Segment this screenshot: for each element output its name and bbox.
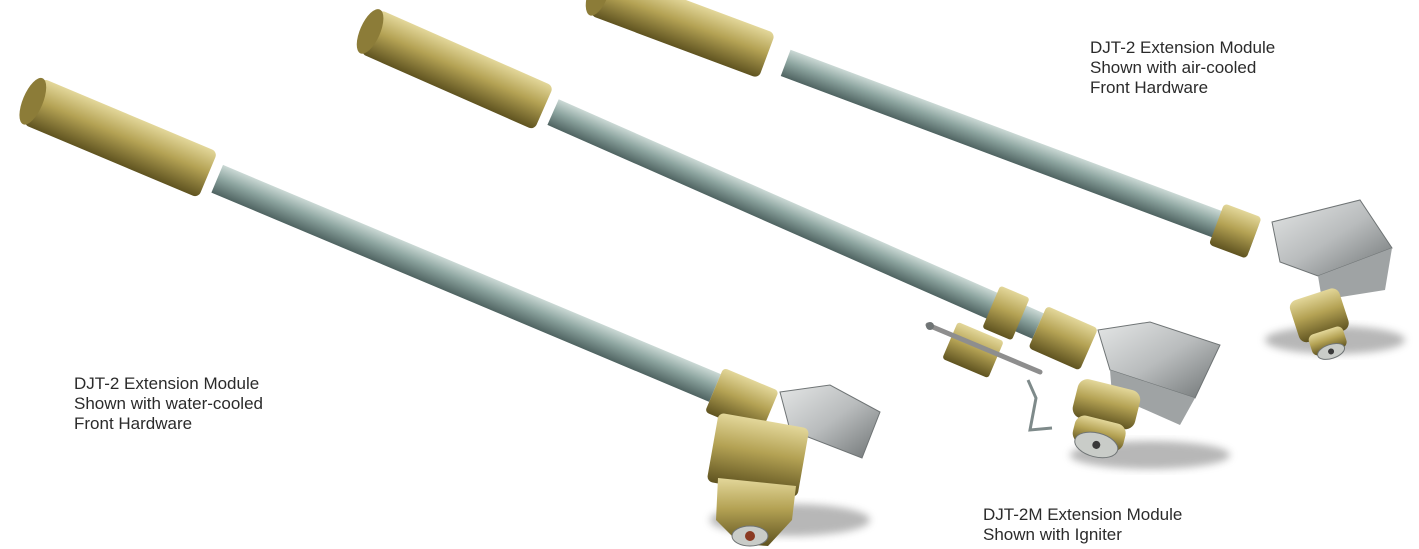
steel-elbow-face bbox=[1318, 248, 1392, 300]
extension-tube bbox=[780, 49, 1259, 252]
extension-tube bbox=[211, 164, 721, 402]
djt2-water-cooled-module bbox=[19, 77, 881, 547]
djt2-air-cooled-module bbox=[585, 0, 1405, 360]
brass-handle-sleeve bbox=[24, 80, 216, 197]
igniter-clamp bbox=[983, 286, 1029, 340]
caption-line: DJT-2 Extension Module bbox=[1090, 38, 1276, 57]
igniter-rod bbox=[925, 322, 1043, 375]
caption-line: DJT-2M Extension Module bbox=[983, 505, 1183, 524]
extension-tube bbox=[547, 99, 1044, 339]
brass-handle-sleeve bbox=[591, 0, 774, 77]
brass-coupling-nut bbox=[1029, 307, 1097, 370]
igniter-wire bbox=[1026, 379, 1053, 432]
handle-end-cap bbox=[356, 9, 384, 54]
steel-elbow-body bbox=[779, 384, 881, 459]
igniter-module-caption: DJT-2M Extension Module Shown with Ignit… bbox=[983, 505, 1182, 545]
steel-elbow-face bbox=[1110, 370, 1195, 425]
handle-end-cap bbox=[585, 0, 611, 16]
brass-nozzle bbox=[716, 478, 796, 546]
water-cooled-module-caption: DJT-2 Extension Module Shown with water-… bbox=[74, 374, 263, 434]
caption-line: Shown with Igniter bbox=[983, 525, 1122, 544]
djt2m-igniter-module bbox=[356, 9, 1230, 469]
caption-line: Shown with air-cooled bbox=[1090, 58, 1257, 77]
caption-line: Front Hardware bbox=[74, 414, 193, 433]
steel-elbow-body bbox=[1097, 321, 1221, 399]
brass-coupling-nut bbox=[1209, 204, 1261, 258]
caption-line: DJT-2 Extension Module bbox=[74, 374, 260, 393]
brass-handle-sleeve bbox=[362, 11, 552, 129]
caption-line: Shown with water-cooled bbox=[74, 394, 263, 413]
caption-line: Front Hardware bbox=[1090, 78, 1209, 97]
air-cooled-module-caption: DJT-2 Extension Module Shown with air-co… bbox=[1090, 38, 1275, 98]
handle-end-cap bbox=[19, 77, 47, 125]
water-cooled-block bbox=[707, 413, 809, 497]
